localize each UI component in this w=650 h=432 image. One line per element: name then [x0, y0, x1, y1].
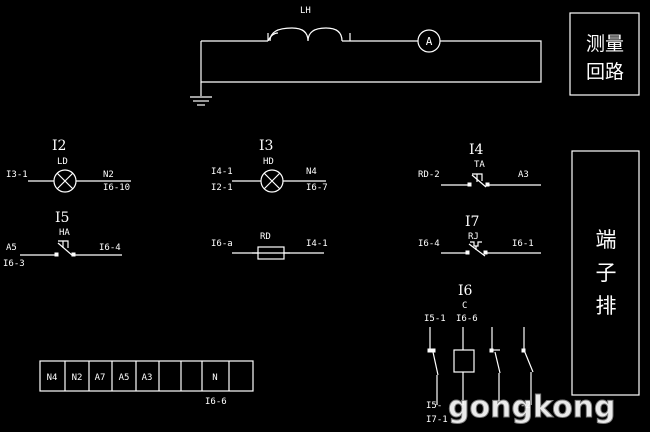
i5-left-top: A5	[6, 243, 17, 253]
i5-left-bottom: I6-3	[3, 259, 25, 269]
i4-right-label: A3	[518, 170, 529, 180]
i5-id: I5	[55, 210, 69, 226]
i6-bottom-2: I7-1	[426, 415, 448, 425]
terminal-strip-caption: I6-6	[205, 397, 227, 407]
alarm-ha-icon	[57, 240, 74, 257]
i2-left-label: I3-1	[6, 170, 28, 180]
measure-loop-title-line1: 测量	[586, 33, 624, 55]
watermark: gongkong	[448, 390, 617, 426]
i7-id: I7	[465, 214, 479, 230]
measure-loop-title-box	[569, 12, 640, 96]
i3-right-bottom: I6-7	[306, 183, 328, 193]
i6-id: I6	[458, 283, 473, 299]
i2-right-top: N2	[103, 170, 114, 180]
i6-left-top: I5-1	[424, 314, 446, 324]
i4-device: TA	[474, 160, 485, 170]
terminal-block-char-2: 子	[596, 261, 617, 285]
i2-lamp-circuit: I2 LD I3-1 N2 I6-10	[6, 138, 131, 193]
i3-device: HD	[263, 157, 274, 167]
i2-id: I2	[52, 138, 66, 154]
measurement-circuit: LH A	[190, 6, 542, 106]
i3-lamp-circuit: I3 HD I4-1 I2-1 N4 I6-7	[211, 138, 328, 193]
pushbutton-ta-icon	[471, 173, 487, 188]
current-transformer-coil	[269, 27, 343, 42]
i6-contactor-circuit: I6 C I5-1 I6-6 I5- I7-1 -2	[424, 283, 534, 425]
terminal-cell-8: N	[212, 373, 217, 383]
i7-right-label: I6-1	[512, 239, 534, 249]
terminal-strip: N4 N2 A7 A5 A3 N I6-6	[39, 360, 254, 407]
terminal-cell-2: N2	[72, 373, 83, 383]
i2-right-bottom: I6-10	[103, 183, 130, 193]
terminal-block-char-1: 端	[596, 228, 617, 252]
i7-relay-circuit: I7 RJ I6-4 I6-1	[418, 214, 541, 257]
fuse-circuit: RD I6-a I4-1	[211, 232, 328, 260]
contactor-coil-icon	[453, 349, 475, 373]
relay-rj-icon	[468, 241, 486, 257]
i5-right-label: I6-4	[99, 243, 121, 253]
ground-symbol	[190, 96, 212, 106]
i7-left-label: I6-4	[418, 239, 440, 249]
i6-right-top: I6-6	[456, 314, 478, 324]
i2-device: LD	[57, 157, 68, 167]
terminal-cell-5: A3	[142, 373, 153, 383]
i5-device: HA	[59, 228, 70, 238]
terminal-cell-4: A5	[119, 373, 130, 383]
i3-left-top: I4-1	[211, 167, 233, 177]
i3-left-bottom: I2-1	[211, 183, 233, 193]
fuse-right-label: I4-1	[306, 239, 328, 249]
fuse-left-label: I6-a	[211, 239, 233, 249]
watermark-text: gongkong	[448, 390, 616, 425]
i4-id: I4	[469, 142, 484, 158]
i3-right-top: N4	[306, 167, 317, 177]
measure-loop-title-line2: 回路	[586, 61, 624, 83]
i5-buzzer-circuit: I5 HA A5 I6-3 I6-4	[3, 210, 122, 269]
i4-left-label: RD-2	[418, 170, 440, 180]
terminal-block-title-box	[571, 150, 640, 396]
ct-label: LH	[300, 6, 311, 16]
i6-bottom-1: I5-	[426, 401, 442, 411]
ammeter-label: A	[426, 35, 433, 48]
terminal-cell-1: N4	[47, 373, 58, 383]
i4-button-circuit: I4 TA RD-2 A3	[418, 142, 541, 188]
i3-id: I3	[259, 138, 273, 154]
terminal-cell-3: A7	[95, 373, 106, 383]
i7-device: RJ	[468, 232, 479, 242]
i6-device: C	[462, 301, 467, 311]
terminal-block-char-3: 排	[596, 294, 617, 318]
i6-bottom-3: -2	[520, 401, 531, 411]
fuse-device: RD	[260, 232, 271, 242]
